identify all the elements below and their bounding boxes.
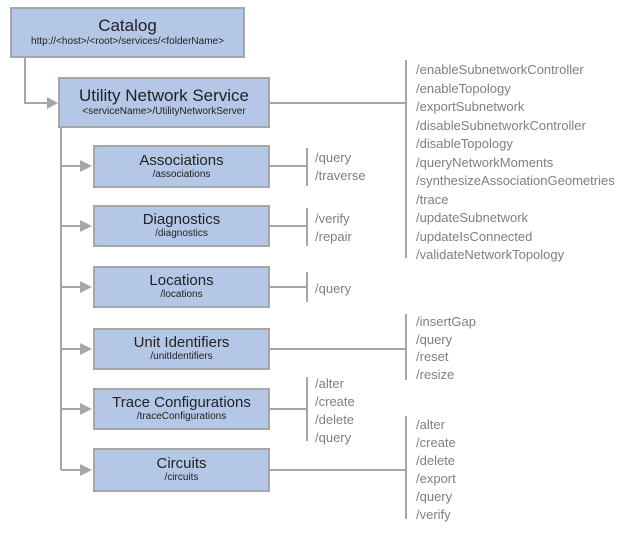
op-item: /queryNetworkMoments: [416, 154, 554, 170]
node-catalog-title: Catalog: [98, 16, 157, 36]
ops-list-diagnostics: /verify /repair: [315, 210, 352, 246]
op-item: /updateSubnetwork: [416, 210, 529, 225]
op-item: /verify: [315, 211, 350, 226]
node-catalog-subtitle: http://<host>/<root>/services/<folderNam…: [31, 36, 224, 48]
op-item: /enableSubnetworkController: [416, 62, 584, 77]
node-associations-subtitle: /associations: [152, 168, 211, 180]
ops-list-uns: /enableSubnetworkController /enableTopol…: [416, 61, 615, 265]
op-item: /create: [416, 435, 456, 450]
connector-catalog-to-uns: [24, 57, 48, 104]
op-item: /synthesizeAssociationGeometries: [416, 173, 615, 188]
node-circuits: Circuits /circuits: [93, 448, 270, 492]
node-diagnostics: Diagnostics /diagnostics: [93, 205, 270, 247]
op-item: /query: [315, 150, 352, 165]
node-locations-title: Locations: [149, 272, 214, 290]
arrowhead-locations: [80, 281, 92, 293]
arrowhead-circuits: [80, 464, 92, 476]
ops-list-associations: /query /traverse: [315, 149, 366, 185]
op-item: /disableSubnetworkController: [416, 117, 586, 133]
op-item: /disableTopology: [416, 136, 513, 151]
op-item: /delete: [315, 412, 355, 427]
ops-list-circuits: /alter /create /delete /export /query /v…: [416, 416, 456, 524]
node-trace-configurations-subtitle: /traceConfigurations: [136, 411, 227, 423]
arrowhead-diagnostics: [80, 220, 92, 232]
ops-list-unit-identifiers: /insertGap /query /reset /resize: [416, 313, 476, 383]
op-item: /updateIsConnected: [416, 228, 533, 244]
arrowhead-uns: [47, 97, 58, 109]
arrowhead-unit-identifiers: [80, 343, 92, 355]
op-item: /export: [416, 471, 456, 486]
op-item: /enableTopology: [416, 80, 511, 96]
node-locations-subtitle: /locations: [160, 289, 203, 301]
node-associations: Associations /associations: [93, 145, 270, 188]
op-item: /repair: [315, 229, 352, 244]
op-item: /query: [416, 489, 453, 504]
op-item: /alter: [315, 376, 344, 391]
node-catalog: Catalog http://<host>/<root>/services/<f…: [10, 7, 245, 58]
node-circuits-title: Circuits: [156, 455, 207, 473]
node-unit-identifiers-subtitle: /unitIdentifiers: [150, 351, 213, 363]
op-item: /alter: [416, 417, 445, 432]
op-item: /delete: [416, 453, 456, 468]
node-uns-subtitle: <serviceName>/UtilityNetworkServer: [82, 106, 246, 118]
node-utility-network-service: Utility Network Service <serviceName>/Ut…: [58, 77, 270, 128]
op-item: /trace: [416, 191, 449, 207]
op-item: /verify: [416, 507, 451, 522]
op-item: /validateNetworkTopology: [416, 247, 565, 262]
node-trace-configurations: Trace Configurations /traceConfiguration…: [93, 388, 270, 430]
op-item: /insertGap: [416, 314, 476, 329]
op-item: /reset: [416, 349, 449, 364]
node-locations: Locations /locations: [93, 266, 270, 308]
op-item: /query: [315, 430, 352, 445]
node-associations-title: Associations: [139, 151, 224, 169]
node-uns-title: Utility Network Service: [78, 86, 250, 106]
op-item: /query: [315, 281, 352, 296]
op-item: /resize: [416, 366, 455, 382]
ops-list-locations: /query: [315, 280, 351, 298]
arrowhead-associations: [80, 160, 92, 172]
node-unit-identifiers-title: Unit Identifiers: [133, 334, 230, 352]
op-item: /query: [416, 331, 453, 347]
node-circuits-subtitle: /circuits: [164, 472, 199, 484]
op-item: /traverse: [315, 168, 366, 183]
node-diagnostics-title: Diagnostics: [142, 211, 221, 229]
node-unit-identifiers: Unit Identifiers /unitIdentifiers: [93, 328, 270, 370]
op-item: /exportSubnetwork: [416, 99, 525, 114]
node-diagnostics-subtitle: /diagnostics: [155, 228, 208, 240]
ops-list-trace-configurations: /alter /create /delete /query: [315, 375, 355, 447]
op-item: /create: [315, 394, 355, 409]
arrowhead-trace-configurations: [80, 403, 92, 415]
node-trace-configurations-title: Trace Configurations: [112, 394, 251, 412]
